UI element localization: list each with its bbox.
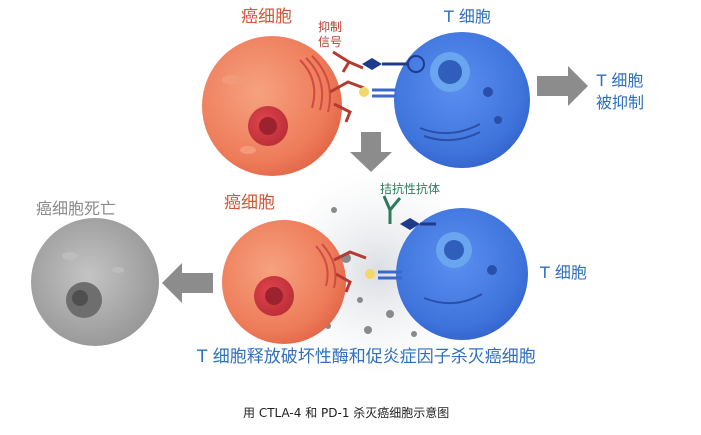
top-cancer-cell-label: 癌细胞 xyxy=(241,7,292,27)
antagonist-antibody-icon xyxy=(382,195,402,224)
top-cancer-cell xyxy=(202,36,342,176)
t-cell-inhibited-line-2: 被抑制 xyxy=(596,92,645,112)
bottom-t-cell xyxy=(396,208,528,340)
bottom-cancer-cell-label: 癌细胞 xyxy=(224,193,275,213)
inhibit-signal-line-1: 抑制 xyxy=(318,20,343,34)
inhibit-signal-line-2: 信号 xyxy=(318,35,343,49)
dead-cancer-cell xyxy=(31,218,159,346)
bottom-receptors xyxy=(333,218,436,293)
top-t-cell-label: T 细胞 xyxy=(444,7,491,26)
bottom-cancer-cell xyxy=(222,220,346,344)
release-text: T 细胞释放破坏性酶和促炎症因子杀灭癌细胞 xyxy=(197,347,536,367)
t-cell-inhibited-line-1: T 细胞 xyxy=(596,71,644,90)
inhibit-signal-label: 抑制 信号 xyxy=(318,20,342,50)
arrow-right-top xyxy=(537,66,588,106)
arrow-down-middle xyxy=(350,132,392,172)
cancer-cell-death-label: 癌细胞死亡 xyxy=(36,199,117,218)
figure-caption: 用 CTLA-4 和 PD-1 杀灭癌细胞示意图 xyxy=(243,406,450,420)
bottom-t-cell-label: T 细胞 xyxy=(540,263,587,282)
arrow-left-bottom xyxy=(162,263,213,303)
t-cell-inhibited-label: T 细胞 被抑制 xyxy=(596,70,644,113)
antagonist-antibody-label: 拮抗性抗体 xyxy=(380,182,441,196)
top-inhibitory-receptors xyxy=(329,50,425,123)
top-t-cell xyxy=(394,32,530,168)
